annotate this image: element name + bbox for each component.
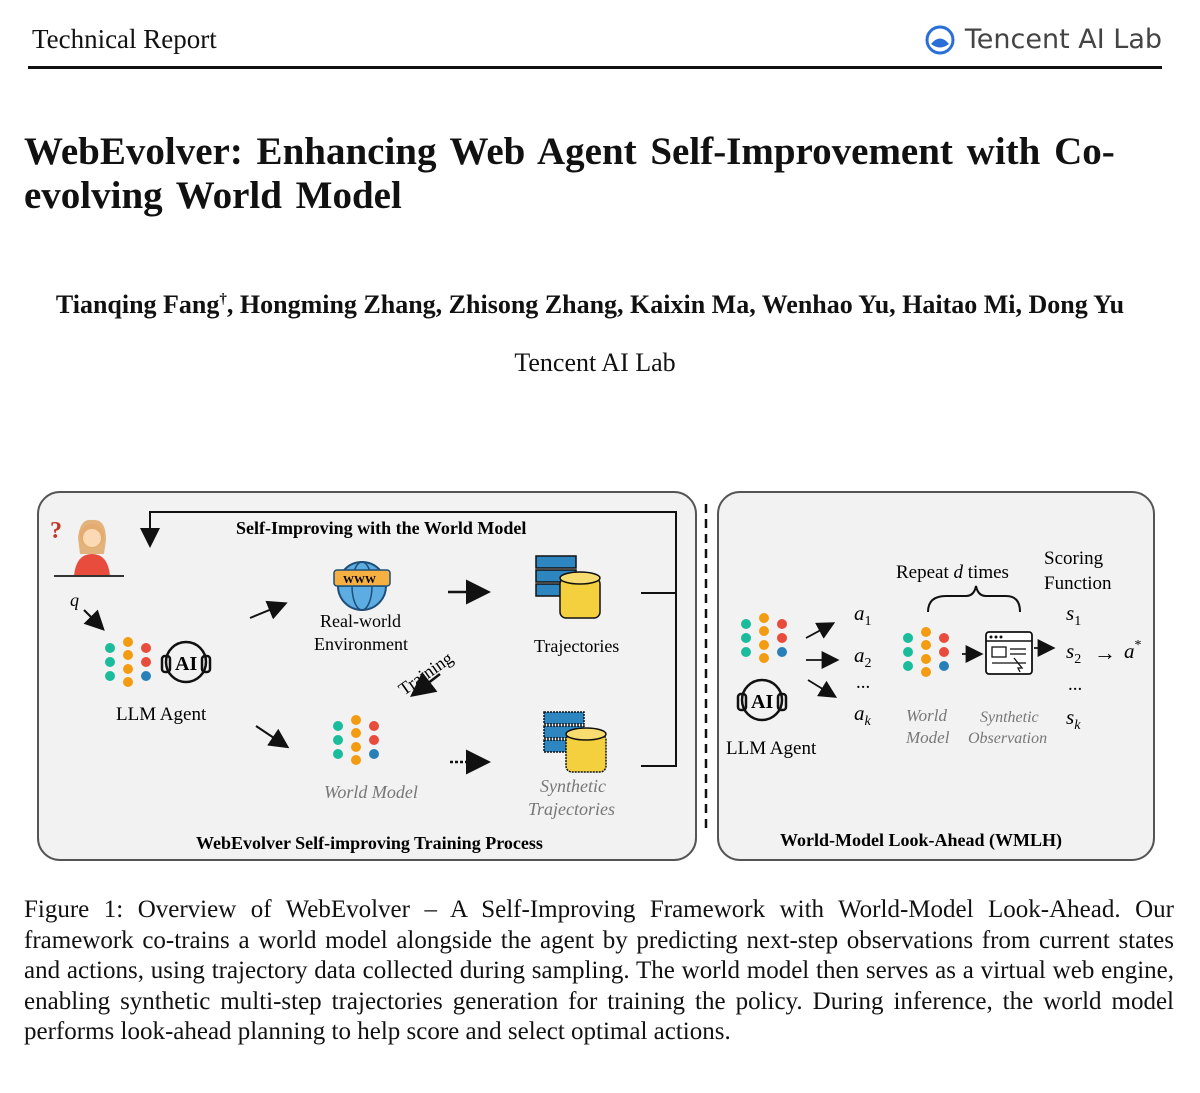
synthetic-database-icon xyxy=(543,711,607,773)
world-model-network-icon xyxy=(333,715,379,765)
repeat-label: Repeat d times xyxy=(896,562,1009,583)
action-arrow-1 xyxy=(805,622,836,639)
ai-headset-icon: AI xyxy=(160,640,212,684)
figure-caption: Figure 1: Overview of WebEvolver – A Sel… xyxy=(24,896,1174,1045)
scoring-label-line1: Scoring xyxy=(1044,548,1104,569)
score-s2: s2 xyxy=(1066,639,1081,667)
tencent-logo-icon xyxy=(925,25,955,54)
world-model-label: World Model xyxy=(324,782,418,802)
header-left-label: Technical Report xyxy=(32,24,217,54)
globe-icon: WWW xyxy=(333,561,391,611)
synthetic-label-line2: Trajectories xyxy=(528,799,615,819)
right-agent-network-icon xyxy=(741,613,787,663)
feedback-loop-line-lower xyxy=(641,593,677,767)
right-panel-caption: World-Model Look-Ahead (WMLH) xyxy=(780,830,1062,851)
left-panel-caption: WebEvolver Self-improving Training Proce… xyxy=(196,833,543,853)
header-rule xyxy=(28,66,1162,69)
svg-text:?: ? xyxy=(50,518,62,544)
affiliation: Tencent AI Lab xyxy=(514,348,676,377)
overview-figure: Self-Improving with the World Model ? q … xyxy=(37,491,1155,861)
browser-window-icon xyxy=(985,631,1033,675)
env-label-line1: Real-world xyxy=(320,611,401,631)
action-dots: ... xyxy=(856,672,870,693)
world-model-small-line1: World xyxy=(906,706,947,725)
action-ak: ak xyxy=(854,701,872,729)
score-dots: ... xyxy=(1068,674,1082,695)
logo-text: Tencent AI Lab xyxy=(964,24,1162,55)
right-ai-headset-icon: AI xyxy=(736,678,788,722)
scoring-label-line2: Function xyxy=(1044,573,1112,594)
agent-to-world-model-arrow xyxy=(255,725,290,749)
database-icon xyxy=(535,555,601,619)
synthetic-label-line1: Synthetic xyxy=(540,776,606,796)
ai-badge-left: AI xyxy=(175,653,197,675)
www-label: WWW xyxy=(343,574,376,586)
agent-to-env-arrow xyxy=(249,600,288,620)
loop-label: Self-Improving with the World Model xyxy=(236,518,526,538)
tencent-logo: Tencent AI Lab xyxy=(925,24,1162,55)
training-arrow xyxy=(410,671,441,698)
score-sk: sk xyxy=(1066,705,1081,733)
look-ahead-world-model-icon xyxy=(903,627,949,677)
feedback-loop-line xyxy=(140,511,677,594)
left-panel xyxy=(37,491,697,861)
world-model-small-line2: Model xyxy=(905,728,950,747)
first-author: Tianqing Fang xyxy=(55,290,220,319)
synthetic-observation-line2: Observation xyxy=(968,730,1047,747)
query-arrow xyxy=(83,609,105,631)
author-list: Tianqing Fang†, Hongming Zhang, Zhisong … xyxy=(0,290,1180,320)
repeat-brace xyxy=(927,585,1021,613)
dagger-mark: † xyxy=(219,291,227,308)
user-icon: ? xyxy=(50,518,124,577)
right-agent-label: LLM Agent xyxy=(726,738,817,759)
env-label-line2: Environment xyxy=(314,634,408,654)
action-arrow-k xyxy=(807,679,838,698)
right-panel xyxy=(717,491,1155,861)
query-label: q xyxy=(70,590,79,610)
ai-badge-right: AI xyxy=(751,691,773,713)
optimal-action: a* xyxy=(1124,638,1142,663)
score-s1: s1 xyxy=(1066,601,1081,629)
synthetic-observation-line1: Synthetic xyxy=(980,709,1039,726)
trajectories-label: Trajectories xyxy=(534,636,619,656)
score-to-optimal-arrow: → xyxy=(1094,640,1116,665)
other-authors: , Hongming Zhang, Zhisong Zhang, Kaixin … xyxy=(226,290,1125,319)
agent-network-icon xyxy=(105,637,151,687)
action-a1: a1 xyxy=(854,601,872,629)
left-agent-label: LLM Agent xyxy=(116,704,207,725)
action-a2: a2 xyxy=(854,643,872,671)
paper-title: WebEvolver: Enhancing Web Agent Self-Imp… xyxy=(24,130,1115,217)
